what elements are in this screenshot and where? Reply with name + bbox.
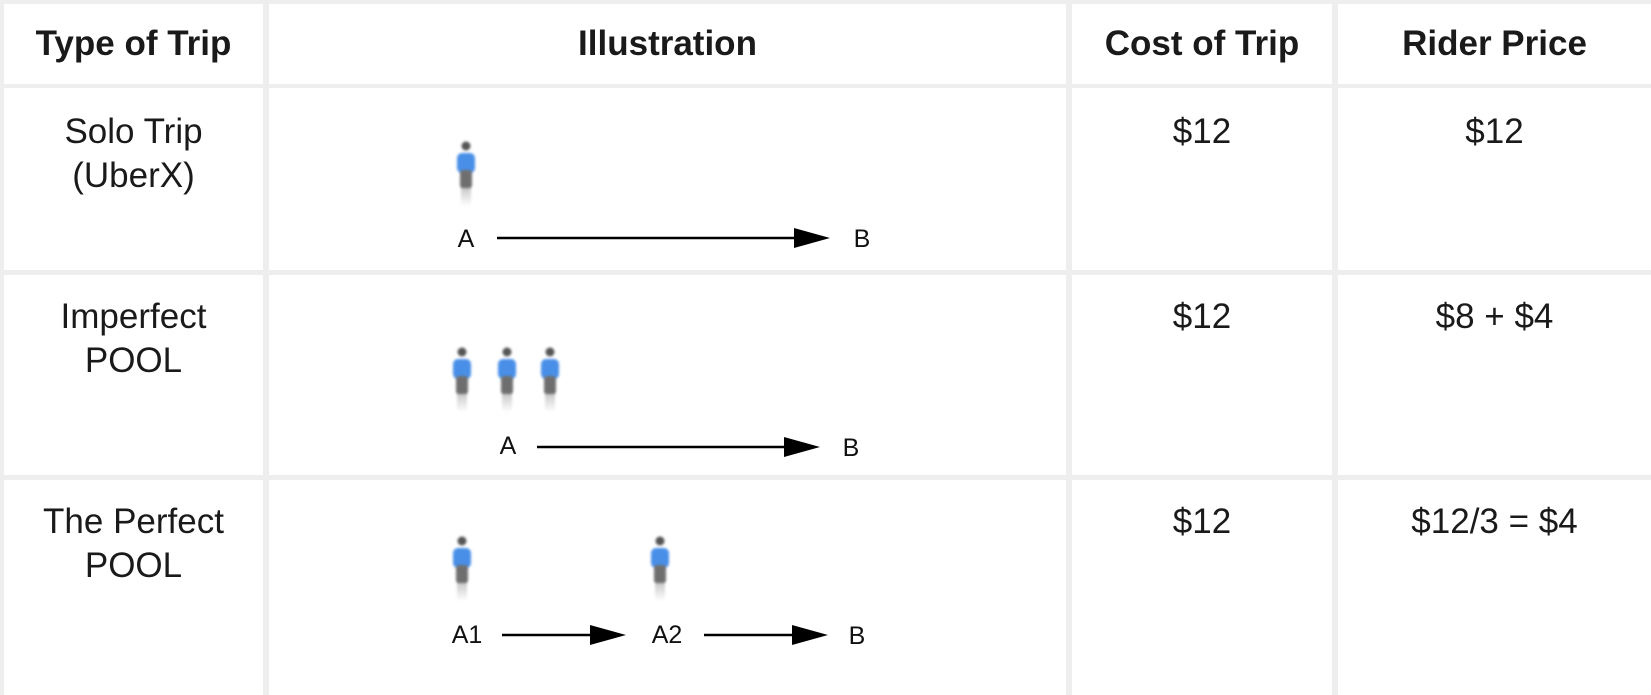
point-label: A [500, 432, 517, 460]
trip-type-solo: Solo Trip (UberX) [4, 88, 263, 270]
trip-type-line: Imperfect [60, 297, 207, 336]
point-label: B [843, 434, 860, 462]
point-label: A1 [452, 621, 483, 649]
trip-type-line: (UberX) [72, 156, 195, 195]
trip-type-perfect-pool: The Perfect POOL [4, 480, 263, 695]
point-label: B [849, 622, 866, 650]
person-icon [457, 142, 475, 207]
cost-solo: $12 [1072, 88, 1332, 270]
person-icon [651, 537, 669, 602]
illustration-solo [269, 88, 1066, 270]
illustration-imperfect-pool [269, 275, 1066, 475]
arrowhead [794, 228, 830, 248]
arrowhead [590, 625, 626, 645]
trip-type-line: The Perfect [43, 502, 224, 541]
trip-type-imperfect-pool: Imperfect POOL [4, 275, 263, 475]
person-icon [541, 348, 559, 413]
person-icon [453, 537, 471, 602]
person-icon [453, 348, 471, 413]
price-solo: $12 [1338, 88, 1651, 270]
illustration-perfect-pool [269, 480, 1066, 695]
header-rider-price: Rider Price [1338, 4, 1651, 84]
header-type-of-trip: Type of Trip [4, 4, 263, 84]
route-imperfect-pool: A B [453, 348, 860, 462]
point-label: B [854, 225, 871, 253]
cost-perfect-pool: $12 [1072, 480, 1332, 695]
point-label: A [458, 225, 475, 253]
header-cost-of-trip: Cost of Trip [1072, 4, 1332, 84]
arrowhead [784, 437, 820, 457]
route-solo: A B [457, 142, 871, 253]
trip-type-line: POOL [84, 341, 183, 380]
person-icon [498, 348, 516, 413]
trip-type-line: POOL [84, 546, 183, 585]
route-perfect-pool: A1 A2 B [452, 537, 866, 650]
point-label: A2 [652, 621, 683, 649]
price-imperfect-pool: $8 + $4 [1338, 275, 1651, 475]
arrowhead [792, 625, 828, 645]
trip-type-line: Solo Trip [64, 112, 203, 151]
header-illustration: Illustration [269, 4, 1066, 84]
cost-imperfect-pool: $12 [1072, 275, 1332, 475]
price-perfect-pool: $12/3 = $4 [1338, 480, 1651, 695]
